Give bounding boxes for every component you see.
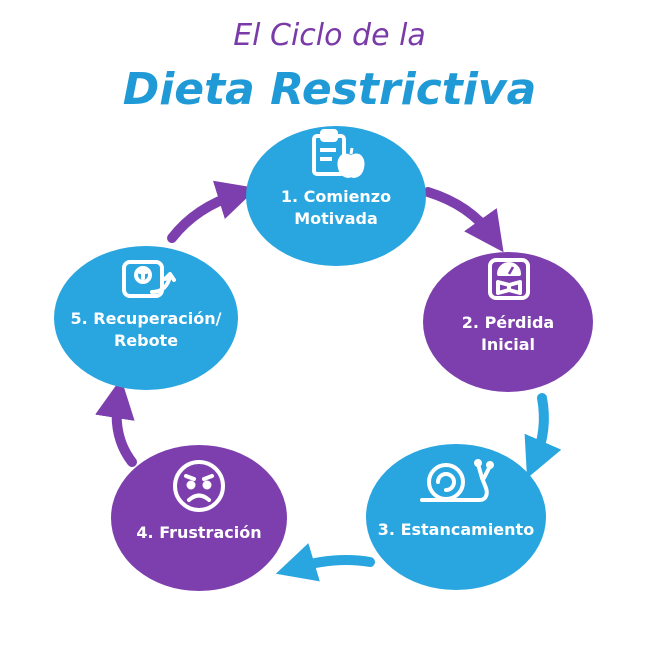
node-1-label-line2: Motivada — [294, 209, 378, 228]
sad-face-icon — [173, 460, 225, 512]
node-5-label-line1: 5. Recuperación/ — [70, 309, 221, 328]
arrow-2-to-3 — [524, 393, 562, 479]
scale-icon — [488, 258, 530, 300]
node-3-estancamiento: 3. Estancamiento — [366, 444, 546, 590]
node-2-label-line1: 2. Pérdida — [462, 313, 554, 332]
title-line2: Dieta Restrictiva — [122, 64, 537, 115]
node-5-recuperacion: 5. Recuperación/ Rebote — [54, 246, 238, 390]
node-2-perdida: 2. Pérdida Inicial — [423, 252, 593, 392]
node-4-label-line1: 4. Frustración — [136, 523, 261, 542]
arrow-4-to-5 — [95, 378, 137, 467]
title-line1: El Ciclo de la — [233, 18, 426, 53]
node-1-comienzo: 1. Comienzo Motivada — [246, 126, 426, 266]
arrow-5-to-1 — [167, 180, 258, 243]
arrow-3-to-4 — [275, 543, 375, 582]
node-2-label-line2: Inicial — [481, 335, 535, 354]
node-3-label-line1: 3. Estancamiento — [378, 520, 534, 539]
snail-icon — [420, 459, 494, 502]
clipboard-apple-icon — [312, 129, 365, 178]
scale-rebound-icon — [122, 260, 176, 298]
node-4-frustracion: 4. Frustración — [111, 445, 287, 591]
arrow-1-to-2 — [423, 187, 504, 253]
node-5-label-line2: Rebote — [114, 331, 178, 350]
node-1-label-line1: 1. Comienzo — [281, 187, 391, 206]
